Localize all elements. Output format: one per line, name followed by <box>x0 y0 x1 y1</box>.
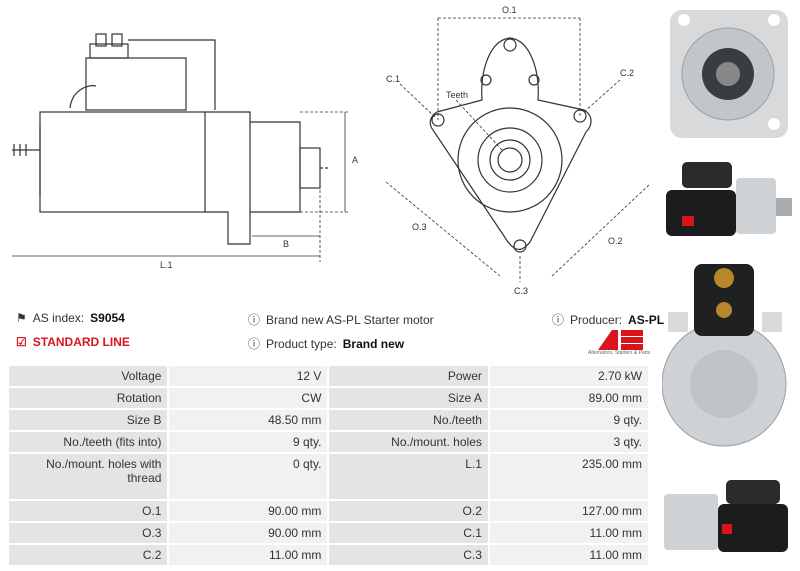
info-icon: ⓘ <box>248 337 261 351</box>
spec-value: 11.00 mm <box>489 523 650 543</box>
product-type-label: Product type: <box>266 336 337 351</box>
spec-value: 0 qty. <box>169 454 330 499</box>
side-view-drawing <box>12 33 330 245</box>
checkbox-icon: ☑ <box>16 335 27 349</box>
spec-label: Power <box>329 366 490 386</box>
description-row: ⓘ Brand new AS-PL Starter motor <box>248 311 434 328</box>
as-logo-mark <box>598 330 643 350</box>
dim-label-o2: O.2 <box>608 236 623 246</box>
spec-value: 9 qty. <box>489 410 650 430</box>
technical-drawing: A B L.1 O.1 C.1 C.2 Teeth O.3 O.2 C.3 <box>12 5 651 296</box>
spec-value: 90.00 mm <box>169 501 330 521</box>
spec-value: 11.00 mm <box>169 545 330 565</box>
spec-value: CW <box>169 388 330 408</box>
spec-value: 2.70 kW <box>489 366 650 386</box>
tag-icon: ⚑ <box>16 311 27 325</box>
spec-label: O.2 <box>329 501 490 521</box>
as-index-row: ⚑ AS index: S9054 <box>16 311 125 325</box>
spec-label: Size A <box>329 388 490 408</box>
spec-label: Voltage <box>9 366 170 386</box>
as-index-value: S9054 <box>90 311 125 325</box>
spec-label: No./mount. holes with thread <box>9 454 170 499</box>
spec-value: 12 V <box>169 366 330 386</box>
product-type-value: Brand new <box>342 336 405 351</box>
spec-label: No./teeth (fits into) <box>9 432 170 452</box>
dim-label-c2: C.2 <box>620 68 634 78</box>
product-photo-front <box>670 10 788 138</box>
spec-label: C.1 <box>329 523 490 543</box>
producer-value: AS-PL <box>628 312 665 327</box>
dim-label-c1: C.1 <box>386 74 400 84</box>
front-view-drawing <box>429 37 592 253</box>
spec-value: 48.50 mm <box>169 410 330 430</box>
spec-label: O.1 <box>9 501 170 521</box>
dim-label-b: B <box>283 239 289 249</box>
dimension-lines-side <box>12 111 350 262</box>
dim-label-c3: C.3 <box>514 286 528 296</box>
spec-label: C.3 <box>329 545 490 565</box>
info-icon: ⓘ <box>552 313 565 327</box>
spec-label: Size B <box>9 410 170 430</box>
as-index-label: AS index: <box>32 311 85 325</box>
logo-tagline: Alternators, Starters & Parts <box>588 350 651 356</box>
spec-value: 11.00 mm <box>489 545 650 565</box>
dim-label-o3: O.3 <box>412 222 427 232</box>
spec-value: 127.00 mm <box>489 501 650 521</box>
spec-label: L.1 <box>329 454 490 499</box>
spec-value: 90.00 mm <box>169 523 330 543</box>
product-photo-back <box>662 264 787 447</box>
spec-value: 3 qty. <box>489 432 650 452</box>
spec-label: C.2 <box>9 545 170 565</box>
spec-value: 9 qty. <box>169 432 330 452</box>
dimension-lines-front <box>385 17 651 282</box>
producer-row: ⓘ Producer: AS-PL <box>552 311 664 328</box>
standard-line-row: ☑ STANDARD LINE <box>16 335 130 349</box>
product-photo-side <box>666 162 792 236</box>
product-type-row: ⓘ Product type: Brand new <box>248 335 404 352</box>
table-row: No./teeth (fits into)9 qty.No./mount. ho… <box>9 432 650 452</box>
spec-label: Rotation <box>9 388 170 408</box>
description-text: Brand new AS-PL Starter motor <box>266 312 434 327</box>
spec-label: No./mount. holes <box>329 432 490 452</box>
dim-label-o1: O.1 <box>502 5 517 15</box>
spec-value: 89.00 mm <box>489 388 650 408</box>
spec-label: O.3 <box>9 523 170 543</box>
as-pl-logo: Alternators, Starters & Parts <box>588 330 652 356</box>
spec-label: No./teeth <box>329 410 490 430</box>
spec-value: 235.00 mm <box>489 454 650 499</box>
info-icon: ⓘ <box>248 313 261 327</box>
dim-label-a: A <box>352 155 358 165</box>
product-photo-angle <box>664 480 788 552</box>
producer-label: Producer: <box>570 312 623 327</box>
dim-label-teeth: Teeth <box>446 90 468 100</box>
standard-line-label: STANDARD LINE <box>32 335 130 349</box>
dim-label-l1: L.1 <box>160 260 173 270</box>
